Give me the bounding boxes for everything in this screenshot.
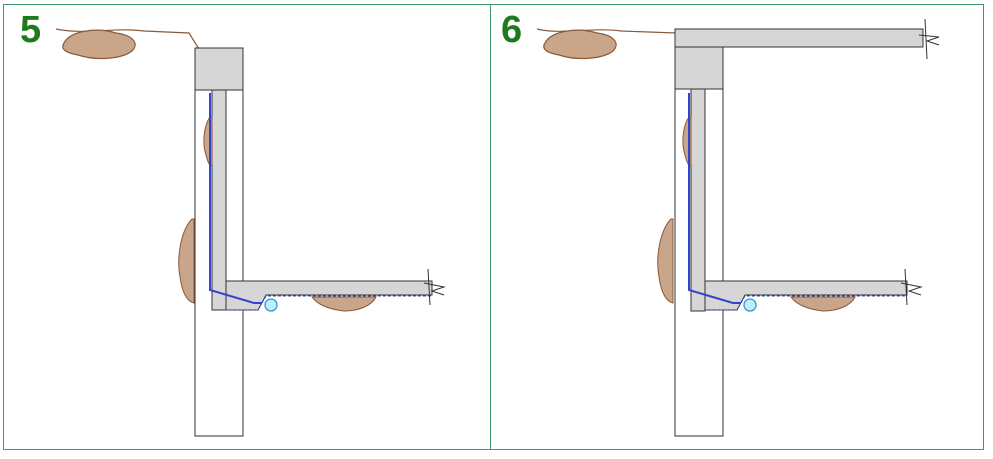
panel-divider [490, 4, 491, 450]
break-symbol [423, 268, 446, 306]
inner-wall [211, 89, 227, 311]
construction-section-drawing [536, 18, 940, 437]
break-symbol-upper [918, 18, 940, 60]
diagram-frame [3, 4, 984, 450]
soil-line [536, 28, 677, 34]
drain-pipe-icon [743, 298, 757, 312]
panel-step-6: 6 [491, 5, 984, 449]
step-number: 5 [20, 9, 42, 51]
inner-wall [690, 88, 706, 312]
panel-step-5: 5 [4, 5, 490, 449]
soil-line [55, 28, 200, 50]
drain-pipe-icon [264, 298, 278, 312]
membrane-line [209, 93, 262, 304]
rock-under-slab [790, 296, 856, 312]
rock-wall-lower [657, 218, 674, 304]
rock-surface [62, 29, 136, 60]
step-number: 6 [501, 9, 523, 51]
rock-under-slab [311, 296, 377, 312]
membrane-line [688, 93, 741, 304]
upper-slab [674, 28, 924, 48]
pile-cap [674, 46, 724, 90]
construction-section-drawing [55, 28, 446, 437]
pile-cap [194, 47, 244, 91]
rock-wall-lower [178, 218, 195, 304]
break-symbol [900, 268, 923, 306]
rock-surface [543, 29, 617, 60]
